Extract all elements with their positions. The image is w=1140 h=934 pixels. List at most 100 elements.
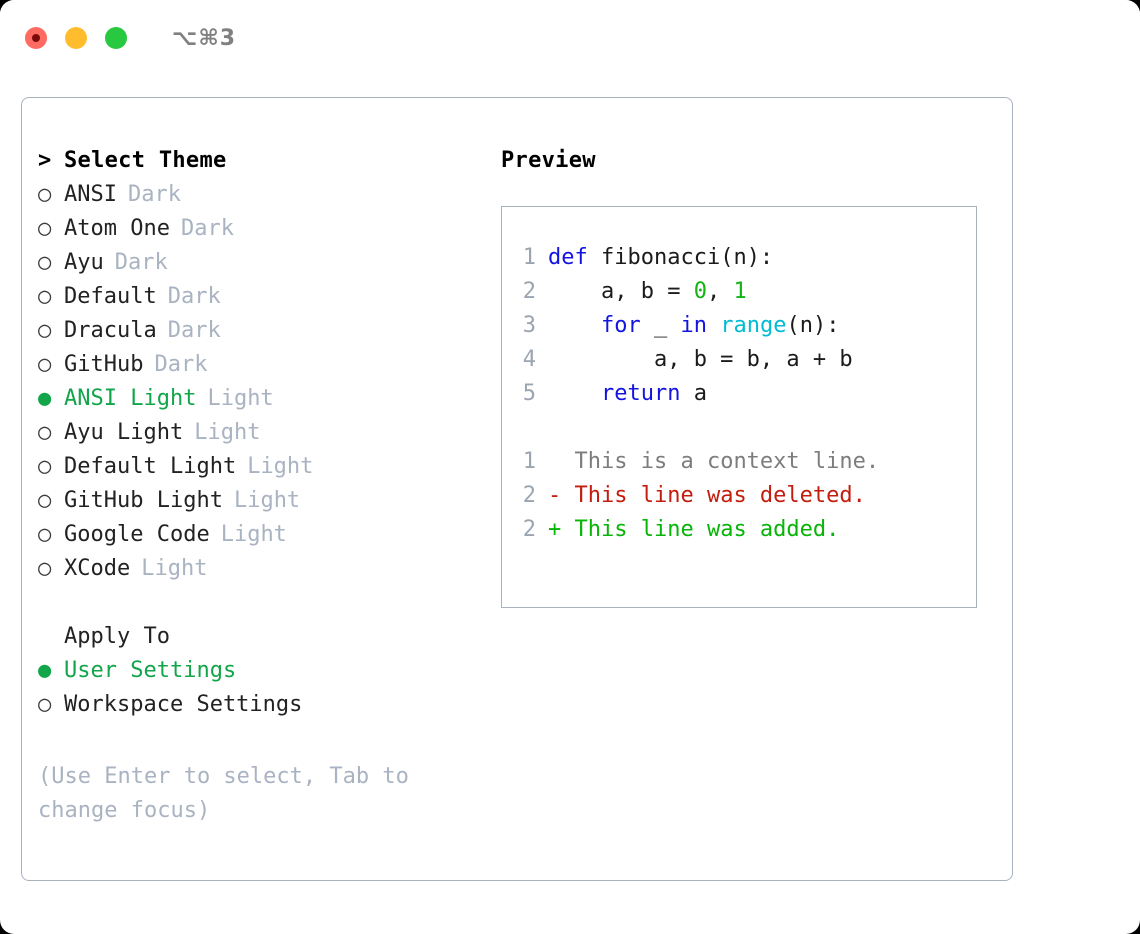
theme-name: ANSI Light — [64, 386, 197, 411]
radio-unselected-icon[interactable]: ○ — [38, 284, 52, 309]
theme-name: ANSI — [64, 182, 117, 207]
diff-text — [561, 517, 574, 542]
theme-item-dracula-dark[interactable]: ○ Dracula Dark — [38, 318, 488, 352]
maximize-button-icon[interactable] — [105, 27, 127, 49]
theme-variant: Light — [141, 556, 208, 581]
line-number: 1 — [522, 245, 536, 270]
apply-to-option-name: Workspace Settings — [64, 692, 303, 717]
apply-to-label: Apply To — [64, 624, 170, 649]
apply-to-item-workspace-settings[interactable]: ○ Workspace Settings — [38, 692, 488, 726]
theme-name: Google Code — [64, 522, 210, 547]
preview-column: Preview 1 def fibonacci(n): 2 a, b = 0, … — [501, 148, 991, 608]
close-inner-dot-icon — [32, 34, 40, 42]
theme-item-github-light[interactable]: ○ GitHub Light Light — [38, 488, 488, 522]
apply-to-header: Apply To — [38, 624, 488, 658]
radio-unselected-icon[interactable]: ○ — [38, 522, 52, 547]
radio-unselected-icon[interactable]: ○ — [38, 556, 52, 581]
token-text: a, b = b, a + b — [548, 347, 853, 372]
theme-name: Dracula — [64, 318, 157, 343]
main-panel: > Select Theme ○ ANSI Dark ○ Atom One Da… — [21, 97, 1013, 881]
code-line: 3 for _ in range(n): — [502, 313, 976, 347]
radio-selected-icon[interactable]: ● — [38, 386, 52, 411]
diff-sign: - — [548, 483, 562, 508]
token-text: a, b = — [548, 279, 694, 304]
theme-variant: Light — [233, 488, 301, 513]
theme-name: Atom One — [64, 216, 170, 241]
theme-item-default-dark[interactable]: ○ Default Dark — [38, 284, 488, 318]
token-text: (n): — [786, 313, 840, 338]
panel-body: > Select Theme ○ ANSI Dark ○ Atom One Da… — [22, 98, 1012, 880]
theme-item-google-code-light[interactable]: ○ Google Code Light — [38, 522, 488, 556]
theme-name: Default Light — [64, 454, 237, 479]
window-title: ⌥⌘3 — [172, 25, 237, 51]
theme-name: XCode — [64, 556, 131, 581]
radio-unselected-icon[interactable]: ○ — [38, 182, 52, 207]
theme-name: GitHub — [64, 352, 144, 377]
preview-box: 1 def fibonacci(n): 2 a, b = 0, 1 3 for … — [501, 206, 977, 608]
theme-variant: Dark — [127, 182, 181, 207]
diff-line-added: 2 + This line was added. — [502, 517, 976, 551]
radio-selected-icon[interactable]: ● — [38, 658, 52, 683]
theme-item-default-light[interactable]: ○ Default Light Light — [38, 454, 488, 488]
apply-to-option-name: User Settings — [64, 658, 237, 683]
theme-variant: Dark — [154, 352, 208, 377]
code-line: 2 a, b = 0, 1 — [502, 279, 976, 313]
radio-unselected-icon[interactable]: ○ — [38, 216, 52, 241]
theme-item-xcode-light[interactable]: ○ XCode Light — [38, 556, 488, 590]
radio-unselected-icon[interactable]: ○ — [38, 250, 52, 275]
theme-variant: Dark — [167, 284, 221, 309]
keyboard-hint-text: (Use Enter to select, Tab to change focu… — [38, 764, 409, 823]
token-builtin: range — [720, 313, 787, 338]
theme-variant: Light — [207, 386, 274, 411]
theme-variant: Light — [194, 420, 261, 445]
window-titlebar: ⌥⌘3 — [0, 0, 1140, 76]
radio-unselected-icon[interactable]: ○ — [38, 454, 52, 479]
radio-unselected-icon[interactable]: ○ — [38, 488, 52, 513]
theme-picker-column: > Select Theme ○ ANSI Dark ○ Atom One Da… — [38, 148, 488, 726]
radio-unselected-icon[interactable]: ○ — [38, 352, 52, 377]
code-line: 5 return a — [502, 381, 976, 415]
token-text: , — [706, 279, 734, 304]
theme-item-ansi-light[interactable]: ● ANSI Light Light — [38, 386, 488, 420]
apply-to-item-user-settings[interactable]: ● User Settings — [38, 658, 488, 692]
close-button-icon[interactable] — [25, 27, 47, 49]
token-text: a — [680, 381, 707, 406]
token-number: 0 — [693, 279, 707, 304]
section-spacer — [38, 590, 488, 624]
radio-unselected-icon[interactable]: ○ — [38, 420, 52, 445]
theme-name: Ayu — [64, 250, 104, 275]
radio-unselected-icon[interactable]: ○ — [38, 692, 52, 717]
theme-name: Ayu Light — [64, 420, 184, 445]
minimize-button-icon[interactable] — [65, 27, 87, 49]
theme-variant: Light — [220, 522, 287, 547]
preview-title: Preview — [501, 148, 596, 173]
theme-item-ayu-light[interactable]: ○ Ayu Light Light — [38, 420, 488, 454]
line-number: 2 — [522, 483, 536, 508]
diff-sign — [548, 449, 561, 474]
theme-item-ayu-dark[interactable]: ○ Ayu Dark — [38, 250, 488, 284]
theme-variant: Dark — [114, 250, 168, 275]
code-content: a, b = b, a + b — [548, 347, 853, 372]
theme-name: Default — [64, 284, 157, 309]
token-text — [707, 313, 720, 338]
token-keyword: for — [600, 313, 641, 338]
traffic-lights — [25, 27, 127, 49]
select-theme-header: > Select Theme — [38, 148, 488, 182]
token-keyword: in — [680, 313, 707, 338]
token-text: _ — [640, 313, 681, 338]
theme-name: GitHub Light — [64, 488, 223, 513]
diff-text — [561, 483, 574, 508]
theme-item-atom-one-dark[interactable]: ○ Atom One Dark — [38, 216, 488, 250]
line-number: 3 — [522, 313, 536, 338]
radio-unselected-icon[interactable]: ○ — [38, 318, 52, 343]
line-number: 2 — [522, 517, 536, 542]
diff-text: This is a context line. — [574, 449, 880, 474]
diff-sign: + — [548, 517, 562, 542]
code-content: a, b = 0, 1 — [548, 279, 747, 304]
line-number: 4 — [522, 347, 536, 372]
theme-item-ansi-dark[interactable]: ○ ANSI Dark — [38, 182, 488, 216]
token-keyword: return — [600, 381, 681, 406]
line-number: 2 — [522, 279, 536, 304]
theme-item-github-dark[interactable]: ○ GitHub Dark — [38, 352, 488, 386]
